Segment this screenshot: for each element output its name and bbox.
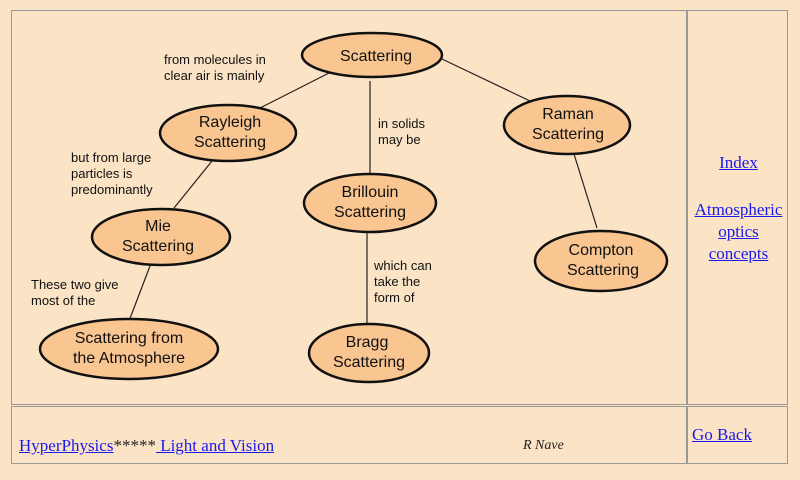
annotation-solids: in solids may be — [378, 116, 425, 147]
node-brillouin-label-1: Brillouin — [342, 184, 399, 201]
node-compton: Compton Scattering — [533, 229, 669, 293]
sidebar-panel: Index Atmospheric optics concepts — [687, 10, 788, 405]
atmospheric-optics-link[interactable]: Atmospheric optics concepts — [688, 199, 789, 265]
atmospheric-optics-link-line-3: concepts — [708, 244, 769, 263]
node-scattering-label: Scattering — [340, 48, 412, 65]
node-brillouin-label-2: Scattering — [334, 204, 406, 221]
node-mie-label-2: Scattering — [122, 238, 194, 255]
node-raman-label-1: Raman — [542, 106, 594, 123]
annotation-two-give-line-2: most of the — [31, 293, 95, 308]
rating-stars: ***** — [113, 436, 156, 455]
node-mie: Mie Scattering — [90, 207, 232, 267]
node-rayleigh: Rayleigh Scattering — [158, 103, 298, 163]
node-raman-label-2: Scattering — [532, 126, 604, 143]
node-bragg: Bragg Scattering — [307, 322, 431, 384]
annotation-bragg-form-line-1: which can — [373, 258, 432, 273]
annotation-bragg-form-line-2: take the — [374, 274, 420, 289]
annotation-solids-line-2: may be — [378, 132, 421, 147]
node-scattering: Scattering — [300, 31, 444, 79]
atmospheric-optics-link-line-2: optics — [718, 222, 759, 241]
go-back-link[interactable]: Go Back — [692, 425, 752, 444]
annotation-two-give: These two give most of the — [31, 277, 118, 308]
annotation-large-particles: but from large particles is predominantl… — [71, 150, 153, 197]
edge-scattering-raman — [441, 58, 531, 102]
edge-raman-compton — [573, 153, 598, 229]
annotation-bragg-form: which can take the form of — [373, 258, 432, 305]
author-credit: R Nave — [523, 438, 564, 453]
node-compton-label-1: Compton — [569, 242, 634, 259]
footer-side-panel: Go Back — [687, 406, 788, 464]
annotation-clear-air: from molecules in clear air is mainly — [164, 52, 266, 83]
node-atmosphere-label-1: Scattering from — [75, 330, 183, 347]
annotation-large-line-2: particles is — [71, 166, 133, 181]
atmospheric-optics-link-line-1: Atmospheric — [694, 200, 783, 219]
annotation-large-line-1: but from large — [71, 150, 151, 165]
annotation-large-line-3: predominantly — [71, 182, 153, 197]
node-raman: Raman Scattering — [502, 94, 632, 156]
footer-nav: HyperPhysics***** Light and Vision — [19, 436, 274, 456]
concept-map-panel: Scattering Rayleigh Scattering Raman Sca… — [11, 10, 687, 405]
concept-map: Scattering Rayleigh Scattering Raman Sca… — [31, 31, 669, 384]
edge-scattering-rayleigh — [259, 72, 330, 109]
annotation-clear-air-line-2: clear air is mainly — [164, 68, 265, 83]
edge-rayleigh-mie — [173, 160, 213, 209]
node-atmosphere-label-2: the Atmosphere — [73, 350, 185, 367]
footer-panel: HyperPhysics***** Light and Vision R Nav… — [11, 406, 687, 464]
node-atmosphere: Scattering from the Atmosphere — [38, 317, 220, 381]
node-rayleigh-label-2: Scattering — [194, 134, 266, 151]
edge-mie-atmosphere — [128, 265, 151, 322]
node-bragg-label-2: Scattering — [333, 354, 405, 371]
hyperphysics-link[interactable]: HyperPhysics — [19, 436, 114, 455]
annotation-solids-line-1: in solids — [378, 116, 425, 131]
node-mie-label-1: Mie — [145, 218, 171, 235]
annotation-bragg-form-line-3: form of — [374, 290, 415, 305]
node-brillouin: Brillouin Scattering — [302, 172, 438, 234]
light-and-vision-link[interactable]: Light and Vision — [155, 436, 275, 455]
node-rayleigh-label-1: Rayleigh — [199, 114, 261, 131]
node-bragg-label-1: Bragg — [346, 334, 389, 351]
index-link[interactable]: Index — [719, 153, 758, 172]
node-compton-label-2: Scattering — [567, 262, 639, 279]
annotation-clear-air-line-1: from molecules in — [164, 52, 266, 67]
annotation-two-give-line-1: These two give — [31, 277, 118, 292]
